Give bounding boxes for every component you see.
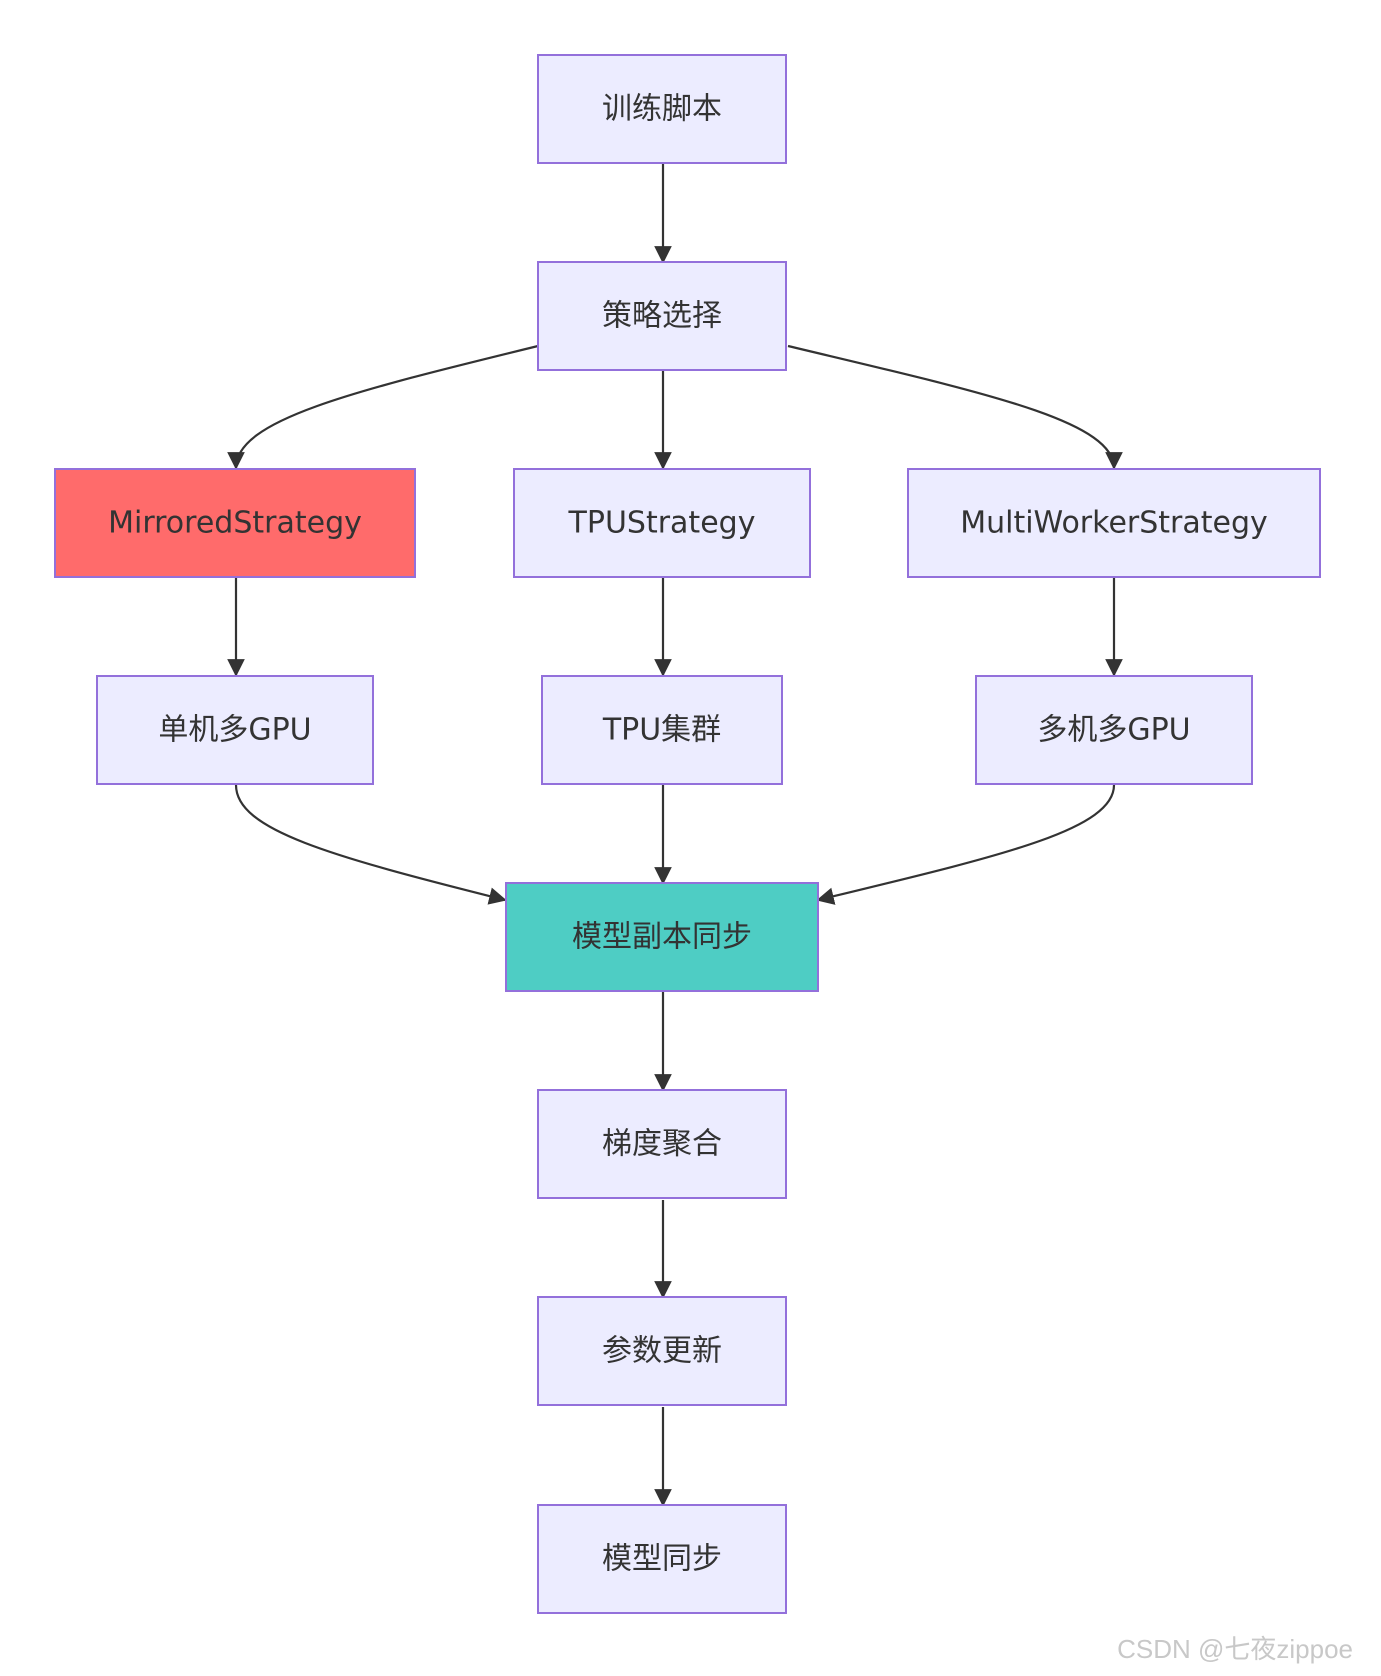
node-label: 模型同步 — [602, 1542, 722, 1577]
node-tpu-strategy: TPUStrategy — [513, 468, 811, 578]
edge-strategy-to-mirrored — [227, 344, 539, 470]
node-label: TPU集群 — [602, 713, 721, 748]
node-label: MultiWorkerStrategy — [960, 506, 1268, 541]
node-model-sync: 模型同步 — [537, 1504, 787, 1614]
node-gradient-aggregation: 梯度聚合 — [537, 1089, 787, 1199]
node-label: 训练脚本 — [602, 92, 722, 127]
node-multiworker-strategy: MultiWorkerStrategy — [907, 468, 1321, 578]
node-label: TPUStrategy — [568, 506, 756, 541]
edge-strategy-to-multiworker — [787, 344, 1123, 470]
edge-multi-gpu-to-replica-sync — [816, 784, 1116, 905]
node-label: 策略选择 — [602, 299, 722, 334]
node-model-replica-sync: 模型副本同步 — [505, 882, 819, 992]
node-strategy-selection: 策略选择 — [537, 261, 787, 371]
node-label: 参数更新 — [602, 1334, 722, 1369]
node-parameter-update: 参数更新 — [537, 1296, 787, 1406]
edge-single-gpu-to-replica-sync — [234, 784, 507, 905]
node-mirrored-strategy: MirroredStrategy — [54, 468, 416, 578]
edges — [227, 164, 1123, 1507]
node-label: MirroredStrategy — [108, 506, 362, 541]
node-label: 单机多GPU — [158, 713, 311, 748]
watermark: CSDN @七夜zippoe — [1117, 1634, 1353, 1664]
node-multi-machine-multi-gpu: 多机多GPU — [975, 675, 1253, 785]
node-label: 梯度聚合 — [602, 1127, 722, 1162]
node-single-machine-multi-gpu: 单机多GPU — [96, 675, 374, 785]
node-tpu-cluster: TPU集群 — [541, 675, 783, 785]
node-training-script: 训练脚本 — [537, 54, 787, 164]
node-label: 多机多GPU — [1037, 713, 1190, 748]
node-label: 模型副本同步 — [572, 920, 752, 955]
